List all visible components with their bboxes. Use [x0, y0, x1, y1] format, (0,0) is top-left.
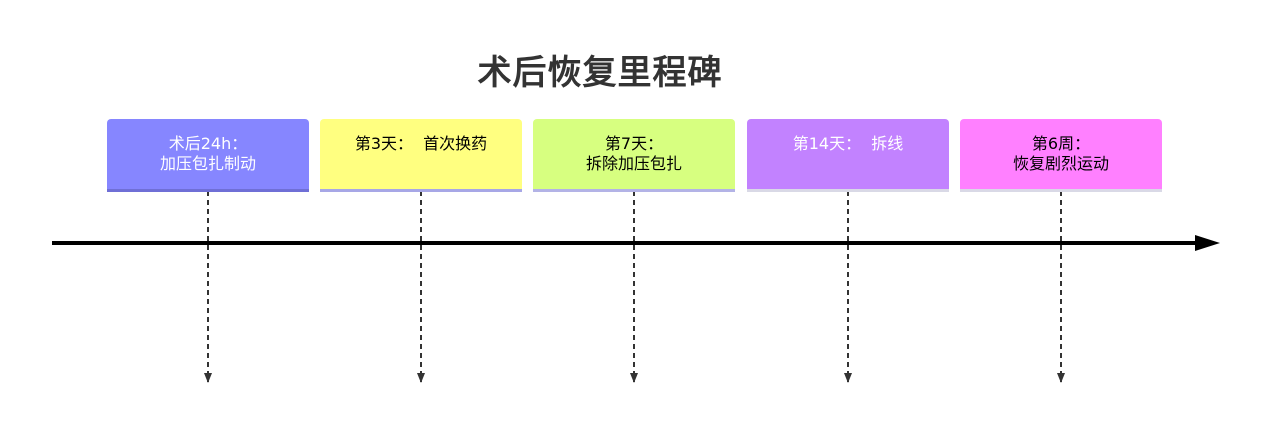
milestone-week6: 第6周： 恢复剧烈运动 — [960, 119, 1162, 192]
milestone-underline — [747, 189, 949, 192]
milestone-label-line2: 恢复剧烈运动 — [1012, 154, 1109, 173]
milestone-label-line1: 第6周： — [1031, 134, 1091, 153]
milestone-label-line2: 加压包扎制动 — [159, 154, 256, 173]
milestone-label-line1: 第14天： 拆线 — [792, 134, 904, 153]
milestone-day7: 第7天： 拆除加压包扎 — [533, 119, 735, 192]
milestone-label-line1: 第7天： — [604, 134, 664, 153]
milestone-underline — [533, 189, 735, 192]
milestone-label-line2: 拆除加压包扎 — [585, 154, 682, 173]
milestone-day3: 第3天： 首次换药 — [320, 119, 522, 192]
milestone-day14: 第14天： 拆线 — [747, 119, 949, 192]
milestone-24h: 术后24h： 加压包扎制动 — [107, 119, 309, 192]
milestone-underline — [960, 189, 1162, 192]
milestone-label-line1: 第3天： 首次换药 — [354, 134, 488, 153]
milestone-label-line1: 术后24h： — [168, 134, 248, 153]
milestone-underline — [320, 189, 522, 192]
milestone-underline — [107, 189, 309, 192]
diagram-title: 术后恢复里程碑 — [477, 53, 723, 93]
timeline-axis-arrowhead — [1195, 235, 1220, 251]
